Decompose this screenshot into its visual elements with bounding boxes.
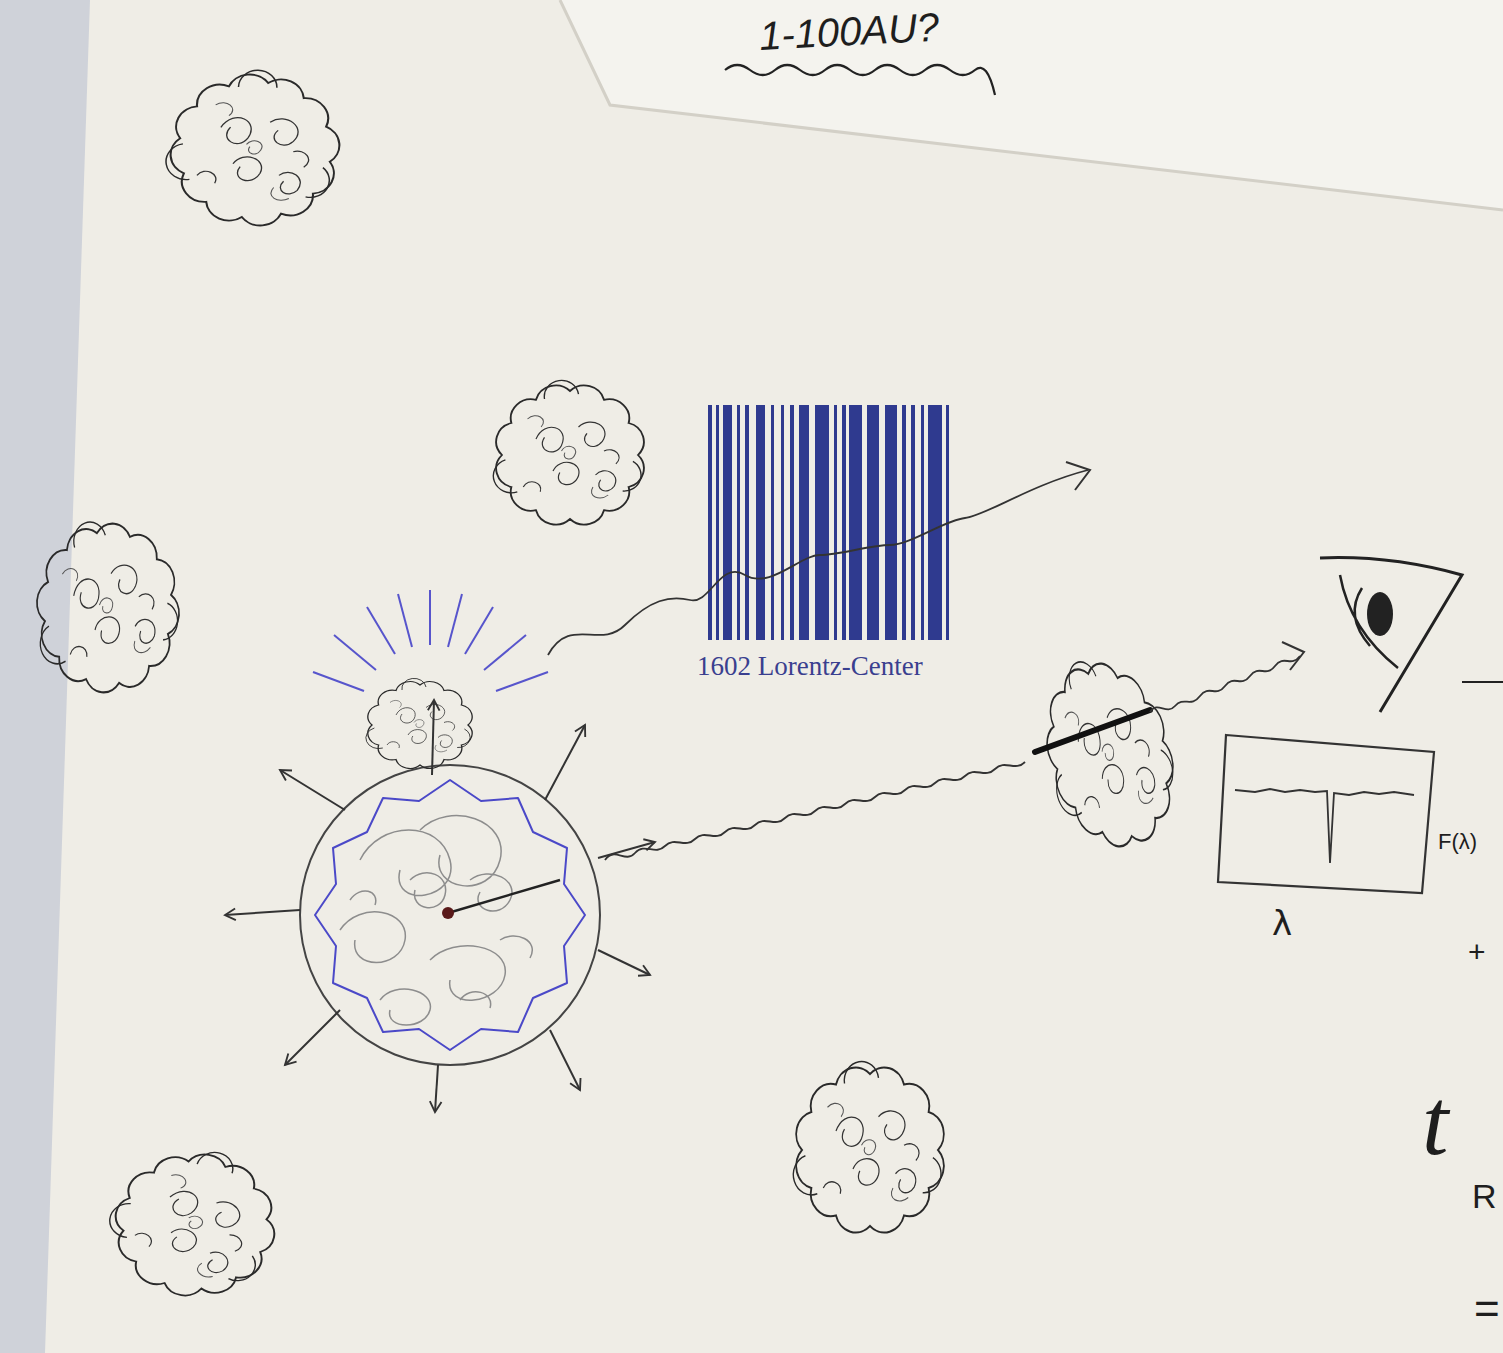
barcode-bar — [799, 405, 809, 640]
barcode-bar — [842, 405, 846, 640]
ejected-clump — [366, 678, 472, 768]
convective-scribble — [340, 816, 532, 1025]
barcode-bar — [781, 405, 784, 640]
barcode-bar — [911, 405, 915, 640]
emission-ray — [367, 607, 395, 654]
emission-ray — [448, 594, 462, 647]
outflow-arrows — [225, 700, 655, 1112]
barcode-bar — [849, 405, 862, 640]
barcode-bar — [708, 405, 712, 640]
barcode-bar — [928, 405, 942, 640]
radius-line — [448, 880, 560, 913]
stellar-surface — [315, 780, 585, 1050]
barcode-bar — [745, 405, 749, 640]
barcode-bar — [885, 405, 897, 640]
gas-cloud — [88, 1127, 301, 1317]
eye-lid — [1340, 575, 1398, 668]
arrow-head — [1066, 462, 1090, 490]
axis-label: F(λ) — [1438, 830, 1477, 854]
distance-note: 1-100AU? — [758, 5, 940, 58]
outflow-arrow — [280, 770, 345, 810]
sheet-edge — [560, 0, 1503, 210]
emission-ray — [429, 590, 431, 645]
outflow-arrow — [435, 1065, 438, 1112]
gas-cloud — [24, 506, 188, 704]
cut-off-stroke — [1462, 681, 1503, 683]
observer-eye — [1320, 558, 1462, 712]
emission-ray — [496, 672, 548, 691]
emission-rays — [313, 590, 548, 691]
wavy-underline — [725, 65, 995, 95]
barcode-bar — [790, 405, 794, 640]
gas-cloud — [156, 59, 351, 236]
upper-sheet — [90, 0, 1503, 210]
outflow-arrow — [550, 1030, 580, 1090]
absorbing-cloud — [1025, 645, 1190, 859]
barcode-bar — [815, 405, 829, 640]
axis-label: λ — [1272, 905, 1292, 942]
barcode-bar — [737, 405, 740, 640]
spectrum-box — [1218, 735, 1434, 893]
outflow-arrow — [285, 1010, 340, 1065]
barcode-bar — [771, 405, 774, 640]
emission-ray — [398, 594, 412, 647]
emission-ray — [334, 635, 376, 670]
barcode-bar — [716, 405, 719, 640]
equation-symbol: t — [1422, 1070, 1448, 1175]
outflow-arrow — [598, 950, 650, 975]
equals-sign: = — [1474, 1285, 1500, 1333]
outflow-arrow — [598, 842, 655, 858]
gas-cloud — [793, 1061, 943, 1232]
absorption-spectrum — [1235, 789, 1414, 863]
barcode-bar — [902, 405, 906, 640]
paper-edge — [0, 0, 90, 1353]
absorption-path — [1035, 710, 1150, 752]
outflow-arrow — [432, 700, 434, 775]
outflow-arrow — [225, 910, 300, 915]
star-center — [442, 907, 454, 919]
outflow-arrow — [545, 725, 585, 800]
barcode — [708, 405, 949, 640]
barcode-bar — [834, 405, 837, 640]
light-ray — [605, 762, 1025, 860]
emission-ray — [484, 635, 526, 670]
equation-subscript: R — [1472, 1178, 1497, 1215]
emission-ray — [465, 607, 493, 654]
barcode-bar — [756, 405, 765, 640]
gas-cloud — [493, 380, 643, 524]
barcode-bar — [867, 405, 879, 640]
light-ray — [1150, 656, 1300, 712]
arrow-head — [1282, 642, 1304, 670]
emission-ray — [313, 672, 364, 691]
light-ray — [548, 470, 1088, 655]
barcode-bar — [723, 405, 732, 640]
sticker-text: 1602 Lorentz-Center — [697, 652, 923, 682]
plus-sign: + — [1468, 935, 1486, 968]
barcode-bar — [921, 405, 924, 640]
eye-pupil — [1367, 592, 1393, 636]
